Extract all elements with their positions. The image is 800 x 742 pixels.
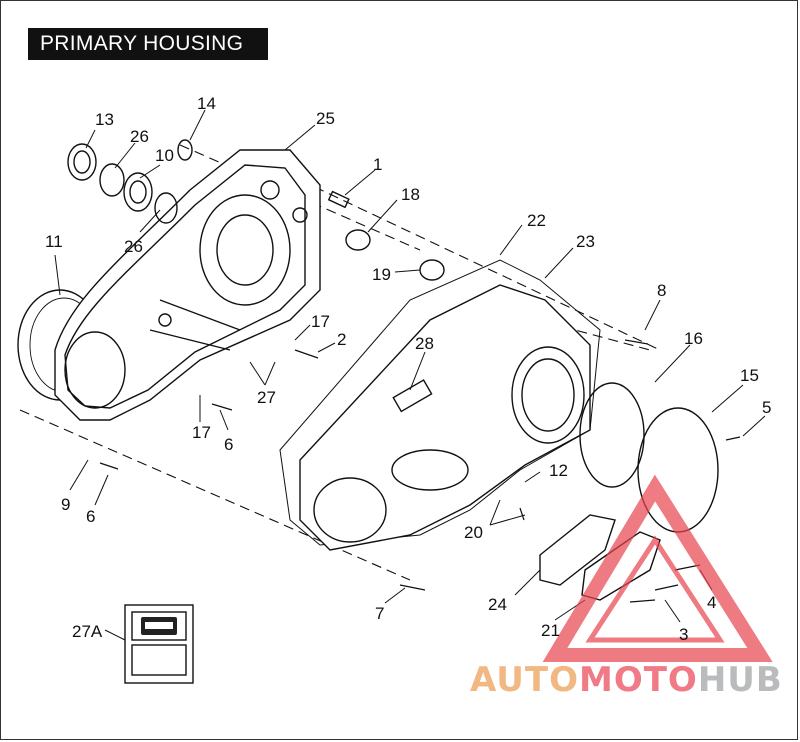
bushing-19 [419,259,445,281]
inner-primary-housing-25 [54,149,321,421]
callout-17-bottom: 17 [192,423,211,442]
callout-27: 27 [257,388,276,407]
callout-23: 23 [576,232,595,251]
inspection-cover-21 [581,531,661,601]
callout-6-center: 6 [224,435,234,454]
callout-5: 5 [762,398,772,417]
callout-22: 22 [527,211,546,230]
callout-28: 28 [415,334,434,353]
harley-davidson-logo-icon [141,617,177,635]
callout-27a: 27A [72,622,103,641]
callout-2: 2 [337,330,347,349]
callout-24: 24 [488,595,507,614]
callout-21: 21 [541,621,560,640]
gasket-24 [539,514,616,586]
callout-1: 1 [373,155,383,174]
callout-11: 11 [45,232,63,251]
callout-4: 4 [707,593,717,612]
gasket-16 [579,382,645,488]
callout-3: 3 [679,625,689,644]
callout-13: 13 [95,110,114,129]
callout-8: 8 [657,281,667,300]
callout-9: 9 [61,495,71,514]
bushing-18 [345,229,371,251]
callout-15: 15 [740,366,759,385]
callout-leaders [54,109,766,641]
dowel-1 [327,190,350,209]
page-title: PRIMARY HOUSING [28,28,268,60]
callout-12: 12 [549,461,568,480]
callout-14: 14 [197,94,216,113]
callout-20: 20 [464,523,483,542]
callout-18: 18 [401,185,420,204]
watermark-text: AUTOMOTOHUB [470,660,783,700]
callout-25: 25 [316,109,335,128]
callout-10: 10 [155,146,174,165]
callout-17-top: 17 [311,312,330,331]
callout-7: 7 [375,604,385,623]
callout-16: 16 [684,329,703,348]
bearing-stack [67,139,193,224]
callout-19: 19 [372,265,391,284]
callout-6-left: 6 [86,507,96,526]
screws [99,339,741,603]
outer-primary-cover-23 [299,284,591,551]
callout-26-top: 26 [130,127,149,146]
watermark-triangle-icon [542,474,773,662]
callout-26-bottom: 26 [124,237,143,256]
watermark-part-hub: HUB [697,660,783,700]
label-27a [124,604,194,684]
watermark-part-moto: MOTO [578,660,698,700]
gasket-22 [279,259,601,546]
watermark-part-auto: AUTO [470,660,579,700]
